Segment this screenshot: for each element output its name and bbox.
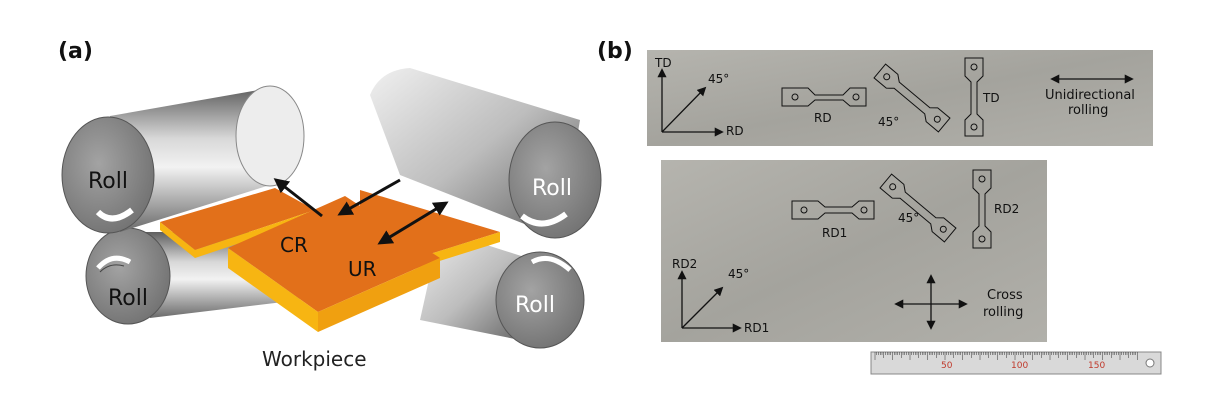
specimen-td [964,57,984,137]
ur-label: UR [348,257,377,281]
bottom-legend-line1: Cross [987,288,1023,303]
bottom-legend-line2: rolling [983,305,1023,320]
cr-label: CR [280,233,308,257]
bottom-plate: RD2 RD1 45° RD1 45° RD2 Cross rolling [661,160,1047,342]
top-legend-line1: Unidirectional [1045,88,1135,103]
panel-a-label: (a) [58,39,93,64]
rotation-arrow-icon [530,255,572,272]
top-plate: TD RD 45° RD 45° TD Unidirectional rolli… [647,50,1153,146]
specimen-45-bottom [879,173,957,243]
specimen-rd1 [791,200,875,220]
bottom-axis-x: RD1 [744,321,769,335]
ruler: 50 100 150 [870,351,1162,375]
top-specimen-td-label: TD [982,91,1000,105]
roll-label-bottom-right: Roll [515,293,555,318]
bottom-specimen-45-label: 45° [898,211,919,225]
arrow-cr-down [337,178,401,216]
bottom-specimen-rd2-label: RD2 [994,202,1019,216]
rotation-arrow-icon [95,207,134,222]
rotation-arrow-icon [96,255,132,270]
roll-label-top-right: Roll [532,176,572,201]
top-specimen-rd-label: RD [814,111,832,125]
rotation-arrow-icon [520,211,568,227]
arrow-cr-up [273,178,323,218]
top-plate-sheet [647,50,1153,146]
top-axis-y: TD [654,56,672,70]
arrow-ur [377,201,449,245]
bottom-axis-diag: 45° [728,267,749,281]
top-specimen-45-label: 45° [878,115,899,129]
panel-a: (a) Roll Roll Roll [58,39,602,371]
ruler-number-150: 150 [1088,361,1105,371]
roll-label-top-left: Roll [88,169,128,194]
specimen-45-top [873,63,951,133]
ruler-number-100: 100 [1011,361,1028,371]
workpiece-label: Workpiece [262,347,367,371]
roll-top-left: Roll [61,85,305,234]
plate-left [160,188,315,250]
bottom-specimen-rd1-label: RD1 [822,226,847,240]
panel-b: (b) TD RD 45° RD 45° TD [597,39,1162,375]
bottom-plate-sheet [661,160,1047,342]
top-axis-diag: 45° [708,72,729,86]
top-axis-x: RD [726,124,744,138]
roll-label-bottom-left: Roll [108,286,148,311]
bottom-axis-y: RD2 [672,257,697,271]
specimen-rd [781,87,867,107]
roll-top-right: Roll [370,68,602,239]
ruler-number-50: 50 [941,361,953,371]
top-legend-line2: rolling [1068,103,1108,118]
specimen-rd2 [972,169,992,249]
panel-b-label: (b) [597,39,633,64]
